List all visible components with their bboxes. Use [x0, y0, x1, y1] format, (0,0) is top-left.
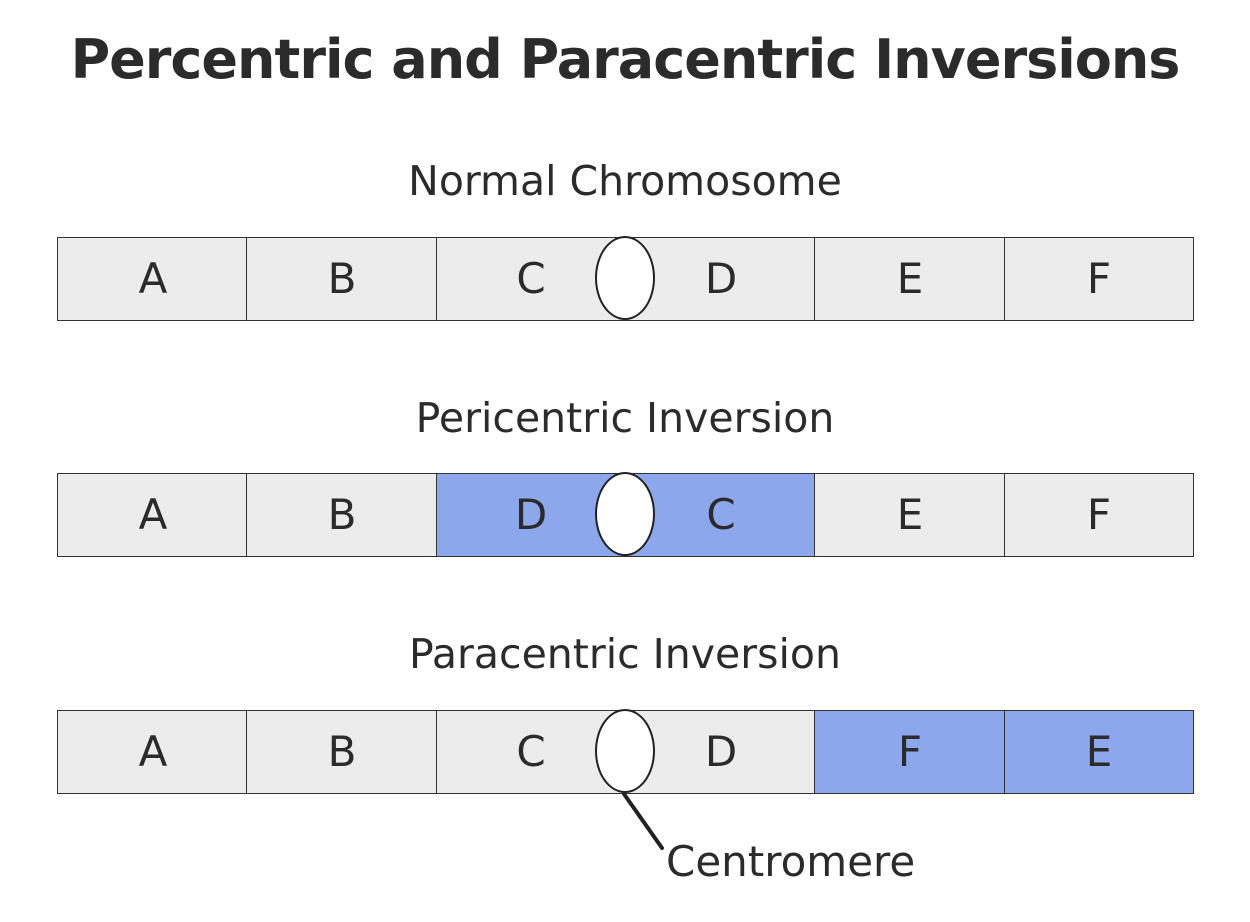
segment-f: [1005, 473, 1194, 557]
segment-label: B: [327, 490, 357, 539]
segment-label: F: [897, 727, 923, 776]
inverted-segment-d: [437, 473, 626, 557]
normal-chromosome: A B C D E F: [57, 236, 1194, 321]
segment-label: E: [1085, 727, 1113, 776]
segment-label: B: [327, 254, 357, 303]
segment-label: A: [138, 254, 168, 303]
centromere-label: Centromere: [666, 837, 916, 886]
segment-label: D: [514, 490, 548, 539]
paracentric-chromosome: A B C D F E: [57, 709, 1194, 794]
segment-c: [437, 710, 626, 794]
segment-f: [1005, 237, 1194, 321]
segment-b: [247, 473, 437, 557]
segment-d: [626, 237, 815, 321]
centromere-oval: [595, 709, 655, 793]
segment-label: D: [704, 727, 738, 776]
segment-b: [247, 710, 437, 794]
segment-label: A: [138, 727, 168, 776]
segment-a: [58, 237, 247, 321]
segment-label: B: [327, 727, 357, 776]
inverted-segment-c: [626, 473, 815, 557]
segment-label: F: [1086, 254, 1112, 303]
centromere-oval: [595, 472, 655, 556]
inverted-segment-e: [1005, 710, 1194, 794]
segment-e: [815, 237, 1005, 321]
segment-e: [815, 473, 1005, 557]
segment-label: A: [138, 490, 168, 539]
paracentric-inversion-title: Paracentric Inversion: [409, 630, 841, 678]
segment-label: F: [1086, 490, 1112, 539]
pericentric-inversion-title: Pericentric Inversion: [415, 394, 835, 442]
segment-d: [626, 710, 815, 794]
segment-label: C: [516, 254, 546, 303]
inverted-segment-f: [815, 710, 1005, 794]
segment-label: C: [516, 727, 546, 776]
segment-label: D: [704, 254, 738, 303]
segment-b: [247, 237, 437, 321]
segment-a: [58, 473, 247, 557]
segment-a: [58, 710, 247, 794]
segment-label: C: [706, 490, 736, 539]
segment-label: E: [896, 254, 924, 303]
normal-chromosome-title: Normal Chromosome: [408, 157, 842, 205]
segment-label: E: [896, 490, 924, 539]
pericentric-chromosome: A B D C E F: [57, 472, 1194, 557]
segment-c: [437, 237, 626, 321]
centromere-oval: [595, 236, 655, 320]
diagram-title: Percentric and Paracentric Inversions: [70, 28, 1181, 91]
